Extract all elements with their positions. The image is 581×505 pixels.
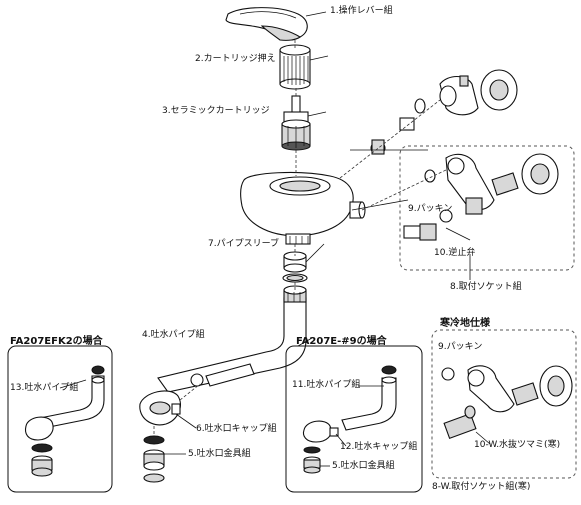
faucet-body [240, 171, 366, 245]
label-cartridge-holder: 2.カートリッジ押え [195, 54, 276, 64]
label-spout-cap-12: 12.吐水キャップ組 [340, 442, 418, 452]
leader-lines [59, 11, 491, 467]
socket-parts-upper [370, 69, 518, 155]
label-ceramic-cartridge: 3.セラミックカートリッジ [162, 106, 270, 116]
spout-fitting-main [143, 435, 165, 483]
label-spout-fitting-5b: 5.吐水口金具組 [332, 461, 395, 471]
header-center-box: FA207E-#9の場合 [296, 336, 387, 347]
ceramic-cartridge [281, 95, 311, 151]
label-spout-pipe: 4.吐水パイプ組 [142, 330, 205, 340]
label-check-valve: 10.逆止弁 [434, 248, 476, 258]
label-drain-knob: 10-W.水抜ツマミ(寒) [474, 440, 561, 450]
spout-cap-main [139, 390, 181, 426]
label-pipe-sleeve: 7.パイプスリーブ [208, 239, 280, 249]
label-spout-pipe-13: 13.吐水パイプ組 [10, 383, 79, 393]
spout-pipe-11-parts [302, 365, 397, 474]
header-cold-box: 寒冷地仕様 [440, 318, 490, 329]
lever-handle [225, 7, 308, 41]
assembly-lines [153, 40, 447, 436]
pipe-sleeve [282, 251, 308, 283]
cartridge-holder [279, 44, 311, 90]
header-left-box: FA207EFK2の場合 [10, 336, 103, 347]
spout-pipe-13-parts [24, 365, 105, 477]
label-packing-cold: 9.パッキン [438, 342, 483, 352]
label-spout-fitting: 5.吐水口金具組 [188, 449, 251, 459]
label-socket-set: 8.取付ソケット組 [450, 282, 522, 292]
label-spout-pipe-11: 11.吐水パイプ組 [292, 380, 361, 390]
label-packing-main: 9.パッキン [408, 204, 453, 214]
label-socket-set-cold: 8-W.取付ソケット組(寒) [432, 482, 531, 492]
cold-climate-parts [441, 365, 573, 440]
label-lever: 1.操作レバー組 [330, 6, 393, 16]
socket-set-parts [403, 153, 559, 241]
label-spout-cap: 6.吐水口キャップ組 [196, 424, 277, 434]
